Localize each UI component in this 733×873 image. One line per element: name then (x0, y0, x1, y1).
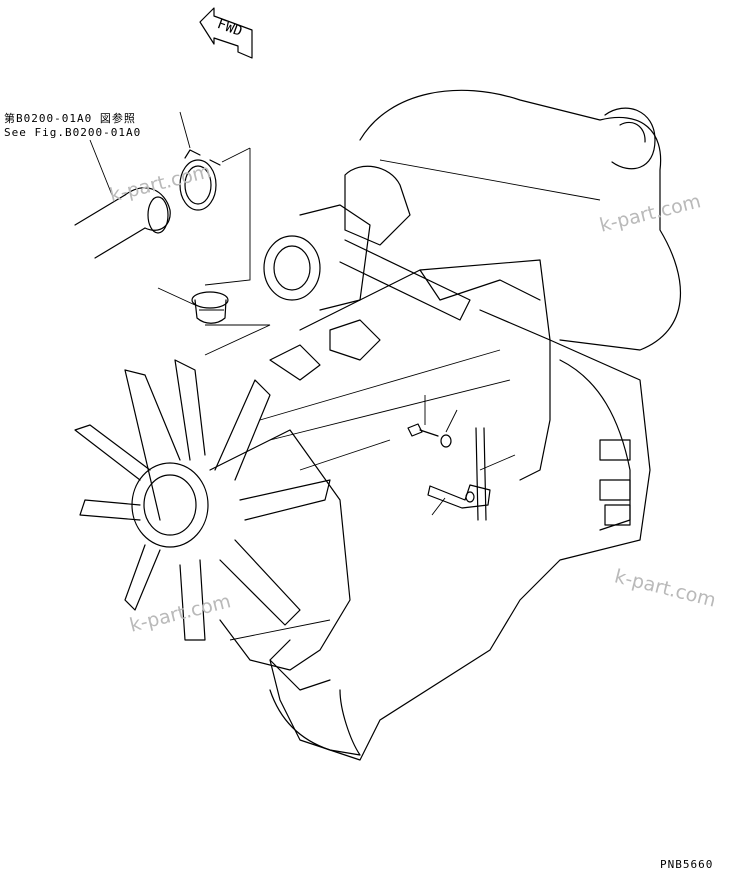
reference-label-jp: 第B0200-01A0 図参照 (4, 112, 136, 125)
engine-block (269, 259, 651, 761)
water-hose (74, 194, 146, 259)
timing-cover (209, 429, 351, 671)
reference-label-en: See Fig.B0200-01A0 (4, 126, 142, 139)
figure-code: PNB5660 (660, 858, 714, 871)
muffler (359, 89, 682, 351)
oil-pan (269, 689, 361, 756)
turbocharger (344, 165, 411, 246)
mounting-bolt (407, 423, 439, 437)
pipe-bracket (427, 427, 491, 521)
washer (440, 434, 452, 448)
filler-cap (191, 291, 229, 324)
leader-lines (89, 111, 516, 516)
cooling-fan (74, 359, 331, 641)
hose-clamp (179, 149, 221, 211)
